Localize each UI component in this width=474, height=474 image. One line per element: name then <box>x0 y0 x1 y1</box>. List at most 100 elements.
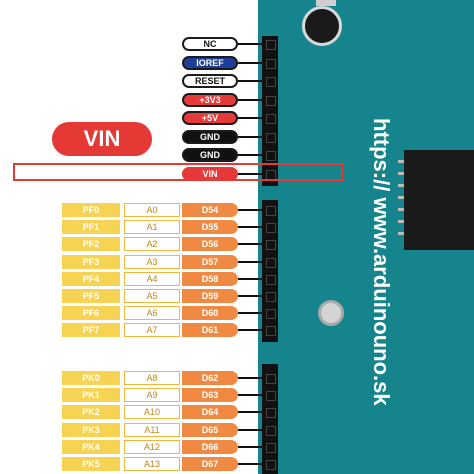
analog-label: A7 <box>124 323 180 338</box>
port-label: PF7 <box>62 323 120 338</box>
power-pin-label: RESET <box>182 74 238 88</box>
pin-leader-line <box>238 445 266 448</box>
pin-leader-line <box>238 80 268 82</box>
digital-label: D54 <box>182 203 238 217</box>
chip-pin <box>398 184 404 187</box>
digital-label: D64 <box>182 405 238 420</box>
header-pin <box>266 309 276 320</box>
analog-label: A6 <box>124 306 180 321</box>
port-label: PF0 <box>62 203 120 217</box>
analog-label: A5 <box>124 289 180 303</box>
port-label: PK0 <box>62 371 120 385</box>
digital-label: D62 <box>182 371 238 385</box>
pin-leader-line <box>238 154 268 156</box>
power-pin-label: IOREF <box>182 55 238 70</box>
port-label: PK1 <box>62 388 120 403</box>
chip-pin <box>398 172 404 175</box>
header-pin <box>266 132 276 143</box>
digital-label: D56 <box>182 237 238 252</box>
pin-leader-line <box>238 209 266 211</box>
chip-pin <box>398 208 404 211</box>
pin-leader-line <box>238 61 268 64</box>
pin-leader-line <box>238 411 266 414</box>
microcontroller-chip <box>404 150 474 250</box>
power-header-strip <box>262 36 278 186</box>
pin-leader-line <box>238 295 266 297</box>
header-pin <box>266 460 276 470</box>
analog-label: A9 <box>124 388 180 403</box>
analog-label: A4 <box>124 271 180 286</box>
pin-leader-line <box>238 98 268 101</box>
chip-pin <box>398 196 404 199</box>
pin-leader-line <box>238 312 266 315</box>
pin-leader-line <box>238 243 266 246</box>
header-pin <box>266 274 276 285</box>
digital-label: D60 <box>182 306 238 321</box>
port-label: PK2 <box>62 405 120 420</box>
capacitor-lead <box>316 0 336 6</box>
digital-label: D59 <box>182 289 238 303</box>
header-pin <box>266 374 276 384</box>
analog-label: A11 <box>124 422 180 437</box>
pin-leader-line <box>238 260 266 263</box>
header-pin <box>266 206 276 216</box>
digital-label: D65 <box>182 422 238 437</box>
header-pin <box>266 58 276 69</box>
pin-leader-line <box>238 394 266 397</box>
pin-leader-line <box>238 463 266 465</box>
header-pin <box>266 326 276 337</box>
power-pin-label: NC <box>182 37 238 51</box>
header-pin <box>266 442 276 453</box>
header-pin <box>266 114 276 124</box>
pin-leader-line <box>238 377 266 379</box>
digital-label: D55 <box>182 220 238 235</box>
digital-label: D61 <box>182 323 238 338</box>
header-pin <box>266 151 276 161</box>
pin-leader-line <box>238 135 268 138</box>
pin-leader-line <box>238 428 266 431</box>
port-label: PF1 <box>62 220 120 235</box>
digital-label: D67 <box>182 457 238 471</box>
capacitor-component <box>302 6 342 46</box>
pin-leader-line <box>238 117 268 119</box>
port-label: PF4 <box>62 271 120 286</box>
port-label: PF2 <box>62 237 120 252</box>
mounting-hole <box>318 300 344 326</box>
chip-pin <box>398 232 404 235</box>
analog-label: A2 <box>124 237 180 252</box>
analog-label: A8 <box>124 371 180 385</box>
power-pin-label: +5V <box>182 111 238 125</box>
vin-callout-badge: VIN <box>52 122 152 156</box>
digital-label: D63 <box>182 388 238 403</box>
chip-pin <box>398 220 404 223</box>
board-url-text: https:// www.arduinouno.sk <box>369 118 394 406</box>
header-pin <box>266 425 276 436</box>
header-pin <box>266 223 276 234</box>
port-label: PF5 <box>62 289 120 303</box>
pin-leader-line <box>238 43 268 45</box>
analog-header-strip-1 <box>262 200 278 342</box>
port-label: PK3 <box>62 422 120 437</box>
board-url: https:// www.arduinouno.sk <box>369 118 394 406</box>
analog-label: A10 <box>124 405 180 420</box>
header-pin <box>266 408 276 419</box>
port-label: PK5 <box>62 457 120 471</box>
port-label: PF6 <box>62 306 120 321</box>
pin-leader-line <box>238 277 266 280</box>
analog-label: A1 <box>124 220 180 235</box>
chip-pin <box>398 160 404 163</box>
analog-label: A12 <box>124 439 180 454</box>
pin-leader-line <box>238 172 268 175</box>
header-pin <box>266 77 276 87</box>
header-pin <box>266 257 276 268</box>
header-pin <box>266 391 276 402</box>
digital-label: D58 <box>182 271 238 286</box>
header-pin <box>266 240 276 251</box>
header-pin <box>266 95 276 106</box>
port-label: PK4 <box>62 439 120 454</box>
analog-label: A13 <box>124 457 180 471</box>
port-label: PF3 <box>62 254 120 269</box>
power-pin-label: GND <box>182 129 238 144</box>
header-pin <box>266 292 276 302</box>
pin-leader-line <box>238 329 266 332</box>
